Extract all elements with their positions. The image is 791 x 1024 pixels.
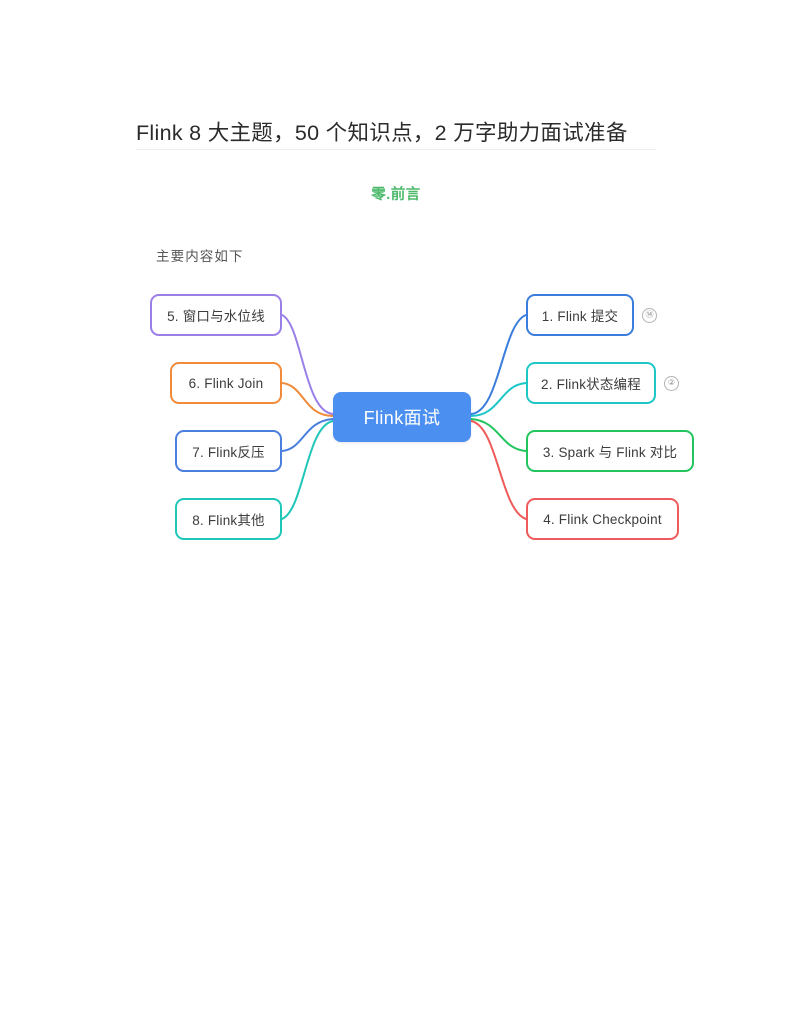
- mindmap-figure: Flink面试 1. Flink 提交 ⑭ 2. Flink状态编程 ② 3. …: [140, 278, 710, 558]
- mindmap-connectors: [281, 314, 527, 520]
- section-heading: 零.前言: [371, 187, 421, 203]
- mindmap-node-flink-state-programming[interactable]: 2. Flink状态编程: [526, 362, 656, 404]
- node-badge-1[interactable]: ⑭: [642, 308, 657, 323]
- mindmap-node-flink-checkpoint[interactable]: 4. Flink Checkpoint: [526, 498, 679, 540]
- mindmap-node-flink-join[interactable]: 6. Flink Join: [170, 362, 282, 404]
- title-divider: [136, 149, 656, 150]
- mindmap-node-flink-other[interactable]: 8. Flink其他: [175, 498, 282, 540]
- lead-text: 主要内容如下: [156, 249, 244, 264]
- mindmap-node-flink-backpressure[interactable]: 7. Flink反压: [175, 430, 282, 472]
- mindmap-node-window-watermark[interactable]: 5. 窗口与水位线: [150, 294, 282, 336]
- mindmap-center-node[interactable]: Flink面试: [333, 392, 471, 442]
- page-title: Flink 8 大主题，50 个知识点，2 万字助力面试准备: [136, 121, 628, 146]
- mindmap-node-flink-submit[interactable]: 1. Flink 提交: [526, 294, 634, 336]
- mindmap-node-spark-vs-flink[interactable]: 3. Spark 与 Flink 对比: [526, 430, 694, 472]
- node-badge-2[interactable]: ②: [664, 376, 679, 391]
